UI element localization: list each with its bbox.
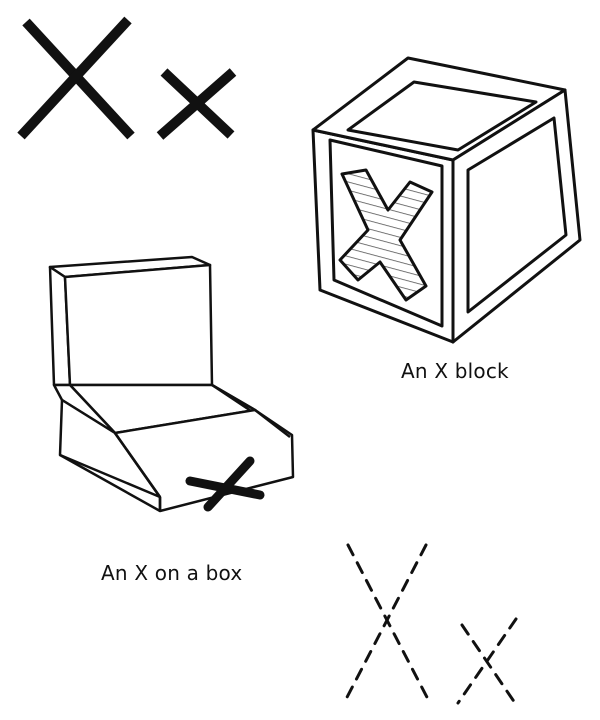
lowercase-x-letter — [156, 68, 237, 140]
trace-uppercase-x — [342, 543, 432, 705]
letter-x-pair-solid — [17, 16, 237, 140]
block-x-emblem — [338, 168, 434, 302]
trace-lowercase-x — [456, 617, 518, 705]
box-x-mark — [185, 456, 265, 512]
trace-letter-x-pair — [342, 543, 518, 705]
uppercase-x-letter — [17, 16, 135, 140]
box-caption: An X on a box — [101, 561, 243, 585]
block-caption: An X block — [401, 359, 509, 383]
box-illustration — [48, 255, 295, 513]
block-side-face — [451, 88, 582, 344]
x-block-illustration — [311, 56, 582, 344]
